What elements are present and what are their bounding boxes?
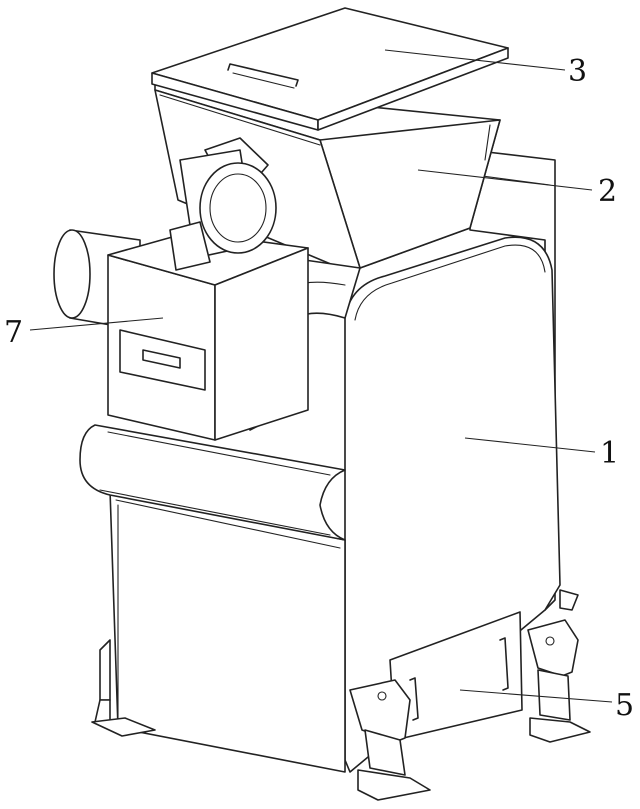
callout-7: 7 [4,315,23,350]
callout-1: 1 [600,436,619,471]
leader-3 [384,49,566,71]
callout-labels: 1 2 3 5 7 [4,54,634,723]
left-rear-foot [91,639,156,737]
front-left-foot [349,679,431,801]
leader-7 [29,317,164,331]
middle-band [79,424,346,541]
hopper-lid [151,7,509,131]
pulley-assembly [169,137,277,271]
front-right-foot [527,589,591,743]
callout-5: 5 [615,688,634,723]
leader-5 [459,689,613,703]
leader-1 [464,437,596,453]
leader-lines [29,49,613,703]
callout-3: 3 [568,54,587,89]
callout-2: 2 [598,174,617,209]
leader-2 [417,169,593,191]
